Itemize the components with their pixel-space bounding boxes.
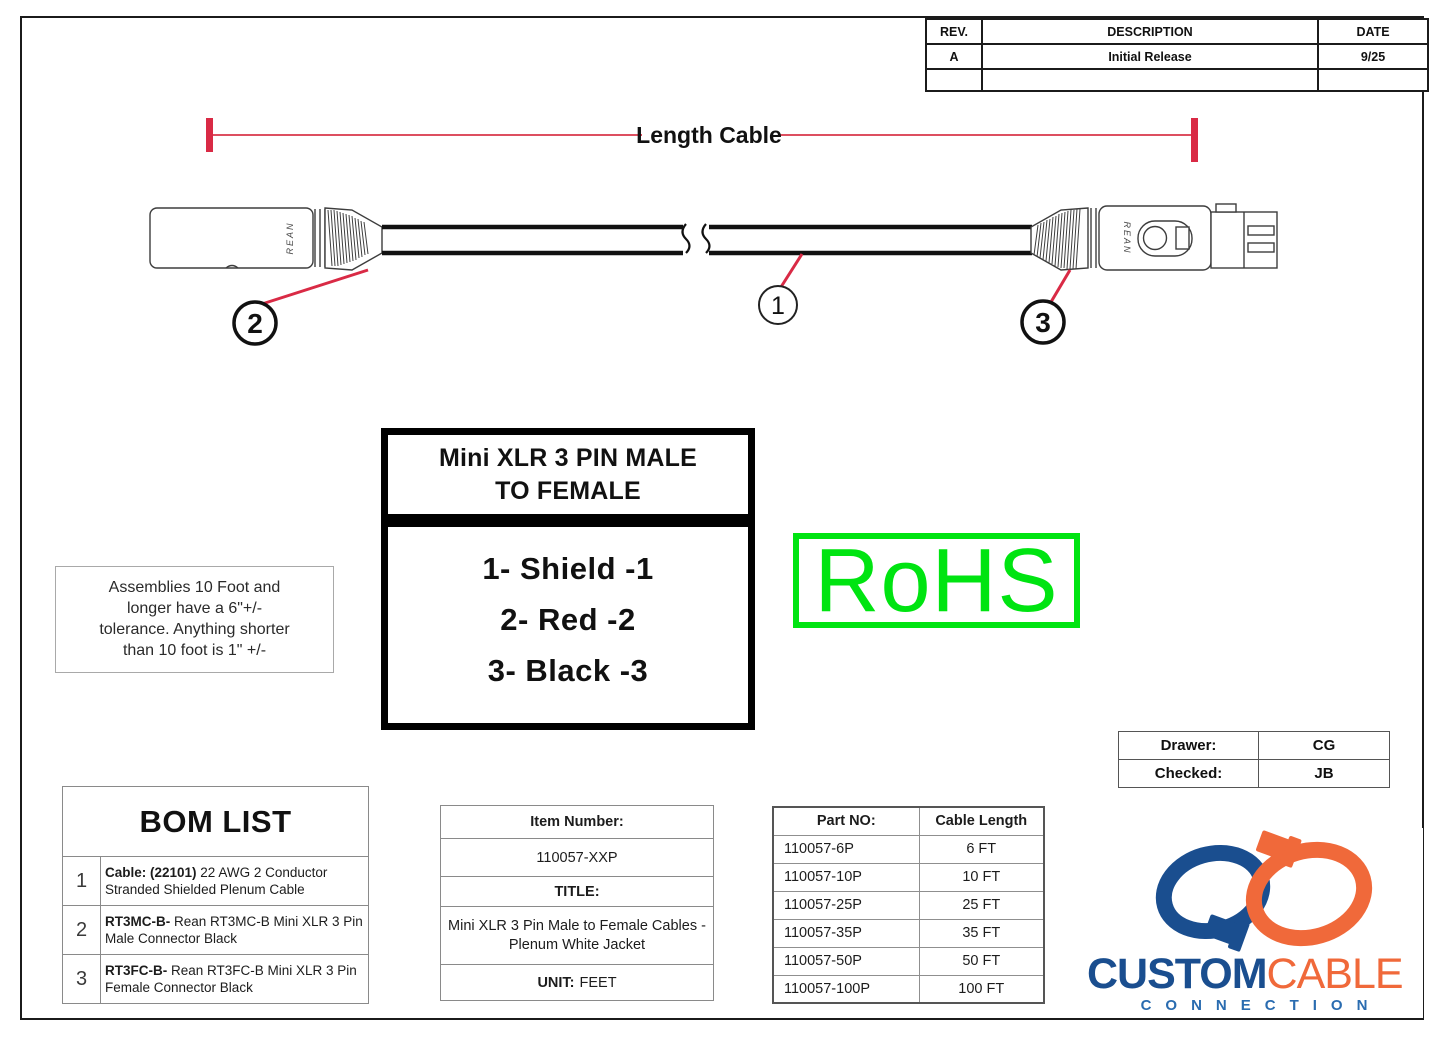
callout-1-number: 1 (771, 292, 785, 320)
bom-row-1: 1 Cable: (22101) 22 AWG 2 Conductor Stra… (62, 856, 369, 906)
rev-header: REV. (925, 18, 983, 45)
logo-word-connection: CONNECTION (1141, 997, 1382, 1014)
blue-plug-icon (1204, 914, 1250, 952)
length-cable-label: Length Cable (636, 122, 782, 148)
tolerance-line-4: than 10 foot is 1" +/- (122, 642, 267, 659)
bom-part-id: RT3MC-B- (105, 913, 171, 929)
bom-item-no: 1 (62, 856, 101, 906)
logo-word-custom: CUSTOM (1087, 950, 1267, 998)
tolerance-note: Assemblies 10 Foot and longer have a 6"+… (55, 566, 334, 673)
logo-word-cable: CABLE (1267, 950, 1403, 998)
bom-item-no: 3 (62, 954, 101, 1004)
date-header: DATE (1317, 18, 1429, 45)
approval-table: Drawer: CG Checked: JB (1118, 731, 1390, 788)
bom-part-id: RT3FC-B- (105, 962, 168, 978)
part-no-header: Part NO: (772, 806, 920, 836)
spec-title: Mini XLR 3 PIN MALE TO FEMALE (388, 435, 748, 514)
logo-wordmark: CUSTOMCABLE (1087, 950, 1403, 998)
description-value: Initial Release (981, 43, 1319, 70)
description-header: DESCRIPTION (981, 18, 1319, 45)
callout-3-number: 3 (1035, 307, 1051, 338)
company-logo: CUSTOMCABLE CONNECTION (1085, 828, 1423, 1018)
rohs-badge: RoHS (793, 533, 1080, 628)
bom-row-3: 3 RT3FC-B- Rean RT3FC-B Mini XLR 3 Pin F… (62, 954, 369, 1004)
brand-label-left: REAN (285, 221, 295, 254)
break-symbol-left (681, 223, 691, 254)
unit-label: UNIT: (537, 974, 575, 991)
pin-map-line-1: 1- Shield -1 (482, 551, 654, 586)
orange-plug-icon (1256, 830, 1302, 868)
mini-xlr-female-connector: REAN (1030, 203, 1278, 271)
spec-divider (388, 514, 748, 527)
knurl-left (327, 209, 369, 267)
item-table: Item Number: 110057-XXP TITLE: Mini XLR … (440, 805, 714, 1001)
logo-graphic: CUSTOMCABLE CONNECTION (1087, 830, 1404, 1014)
bom-part-desc: Rean RT3FC-B Mini XLR 3 Pin Female Conne… (105, 962, 357, 996)
infinity-cable-icon (1155, 830, 1373, 952)
pin-map-line-2: 2- Red -2 (500, 602, 636, 637)
callout-2-number: 2 (247, 308, 263, 339)
rev-value: A (925, 43, 983, 70)
bom-part-id: Cable: (22101) (105, 864, 197, 880)
callout-3: 3 (1020, 269, 1072, 345)
bom-row-2: 2 RT3MC-B- Rean RT3MC-B Mini XLR 3 Pin M… (62, 905, 369, 955)
cable-length-header: Cable Length (918, 806, 1045, 836)
tolerance-line-3: tolerance. Anything shorter (99, 621, 290, 638)
callout-1: 1 (758, 253, 804, 325)
revision-table: REV. DESCRIPTION DATE A Initial Release … (925, 18, 1429, 92)
length-dimension: Length Cable (206, 118, 1198, 162)
mini-xlr-male-connector: REAN (149, 207, 383, 271)
bom-title: BOM LIST (62, 786, 369, 857)
title-value: Mini XLR 3 Pin Male to Female Cables - P… (440, 906, 714, 965)
bom-part-desc: 22 AWG 2 Conductor Stranded Shielded Ple… (105, 864, 328, 898)
spec-title-line2: TO FEMALE (495, 477, 641, 505)
callout-2: 2 (232, 268, 369, 346)
date-value: 9/25 (1317, 43, 1429, 70)
pinout-spec-box: Mini XLR 3 PIN MALE TO FEMALE 1- Shield … (381, 428, 755, 730)
unit-value: FEET (579, 974, 617, 991)
knurl-right (1033, 208, 1081, 270)
tolerance-line-1: Assemblies 10 Foot and (108, 579, 281, 596)
drawer-value: CG (1258, 731, 1390, 760)
bom-part-desc: Rean RT3MC-B Mini XLR 3 Pin Male Connect… (105, 913, 363, 947)
spec-title-line1: Mini XLR 3 PIN MALE (439, 444, 697, 472)
break-symbol-right (701, 223, 711, 254)
pin-map-line-3: 3- Black -3 (487, 653, 649, 688)
dimension-tick-right (1191, 118, 1198, 162)
rev-empty (925, 68, 983, 92)
pin-map: 1- Shield -1 2- Red -2 3- Black -3 (388, 527, 748, 696)
title-label: TITLE: (440, 876, 714, 907)
checked-value: JB (1258, 759, 1390, 788)
description-empty (981, 68, 1319, 92)
brand-label-right: REAN (1122, 221, 1132, 254)
tolerance-line-2: longer have a 6"+/- (126, 600, 263, 617)
date-empty (1317, 68, 1429, 92)
checked-label: Checked: (1118, 759, 1259, 788)
item-number-label: Item Number: (440, 805, 714, 839)
cable (382, 223, 1032, 256)
cable-assembly-drawing: Length Cable REAN (149, 118, 1278, 346)
item-number-value: 110057-XXP (440, 838, 714, 877)
dimension-tick-left (206, 118, 213, 152)
drawer-label: Drawer: (1118, 731, 1259, 760)
sheet-border (20, 16, 1424, 1020)
bom-item-no: 2 (62, 905, 101, 955)
bom-table: BOM LIST 1 Cable: (22101) 22 AWG 2 Condu… (62, 786, 369, 1004)
